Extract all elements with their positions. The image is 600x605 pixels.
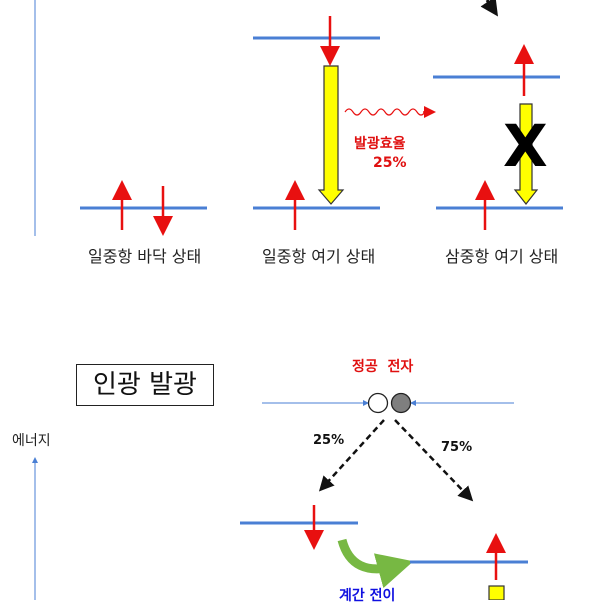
emission-efficiency-label: 발광효율	[354, 136, 406, 152]
emission-efficiency-percent: 25%	[373, 155, 407, 171]
singlet-ground-state-label: 일중항 바닥 상태	[88, 247, 202, 266]
triplet-excited-state-label: 삼중항 여기 상태	[445, 247, 559, 266]
intersystem-crossing-arrow	[337, 538, 414, 589]
singlet-branch-dashed-arrow	[318, 419, 385, 492]
electron-circle	[390, 392, 412, 414]
singlet-excited-state-label: 일중항 여기 상태	[262, 247, 376, 266]
emission-wave	[344, 108, 426, 116]
triplet-branch-dashed-arrow	[394, 419, 474, 502]
hole-electron-label: 정공 전자	[352, 359, 414, 375]
hole-circle	[367, 392, 389, 414]
singlet-emission-arrow	[317, 65, 345, 205]
energy-axis-label: 에너지	[12, 433, 51, 449]
intersystem-crossing-label: 계간 전이	[339, 588, 396, 604]
triplet-emission-arrow	[513, 103, 539, 205]
phosphorescence-title: 인광 발광	[76, 364, 214, 406]
triplet-branch-percent: 75%	[441, 440, 473, 455]
top-right-black-arrow	[480, 0, 498, 17]
bottom-triplet-emission-arrow	[488, 585, 505, 600]
blocked-x-mark: X	[503, 112, 548, 180]
singlet-branch-percent: 25%	[313, 433, 345, 448]
